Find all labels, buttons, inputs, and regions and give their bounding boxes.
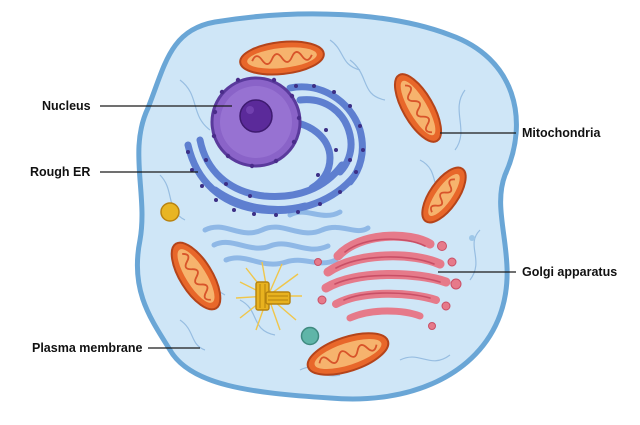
label-mitochondria: Mitochondria: [522, 126, 602, 140]
rough-er: [184, 83, 366, 215]
nucleus: [210, 76, 302, 168]
nucleolus: [239, 99, 273, 133]
nuclear-pores: [211, 77, 302, 169]
mitochondrion-right: [393, 73, 443, 143]
label-nucleus: Nucleus: [42, 99, 91, 113]
mitochondrion-left: [170, 241, 222, 311]
leader-lines: [100, 105, 516, 349]
vesicle: [300, 326, 320, 346]
golgi-apparatus: [321, 231, 451, 322]
small-vesicle: [469, 235, 475, 241]
label-rough-er: Rough ER: [30, 165, 90, 179]
mitochondrion-top: [239, 40, 325, 76]
lysosome: [160, 202, 180, 222]
ribosomes: [186, 84, 365, 217]
mitochondrion-bottom: [306, 332, 390, 376]
golgi-vesicles: [314, 241, 462, 330]
centrioles: [235, 261, 302, 331]
label-golgi: Golgi apparatus: [522, 265, 617, 279]
label-plasma-membrane: Plasma membrane: [32, 341, 143, 355]
mitochondrion-mid-right: [421, 166, 467, 224]
